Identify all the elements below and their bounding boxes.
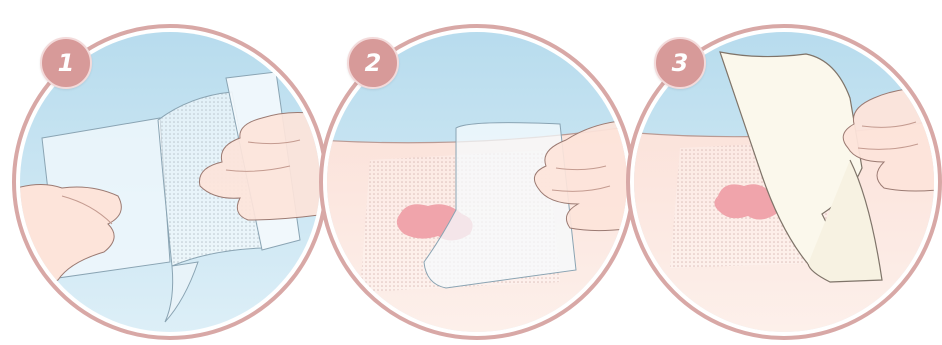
step-number-badge: 3 bbox=[654, 37, 706, 89]
step-number-badge: 1 bbox=[40, 37, 92, 89]
step-number: 3 bbox=[672, 49, 689, 77]
step-number: 2 bbox=[365, 49, 382, 77]
step-number: 1 bbox=[58, 49, 75, 77]
step-number-badge: 2 bbox=[347, 37, 399, 89]
